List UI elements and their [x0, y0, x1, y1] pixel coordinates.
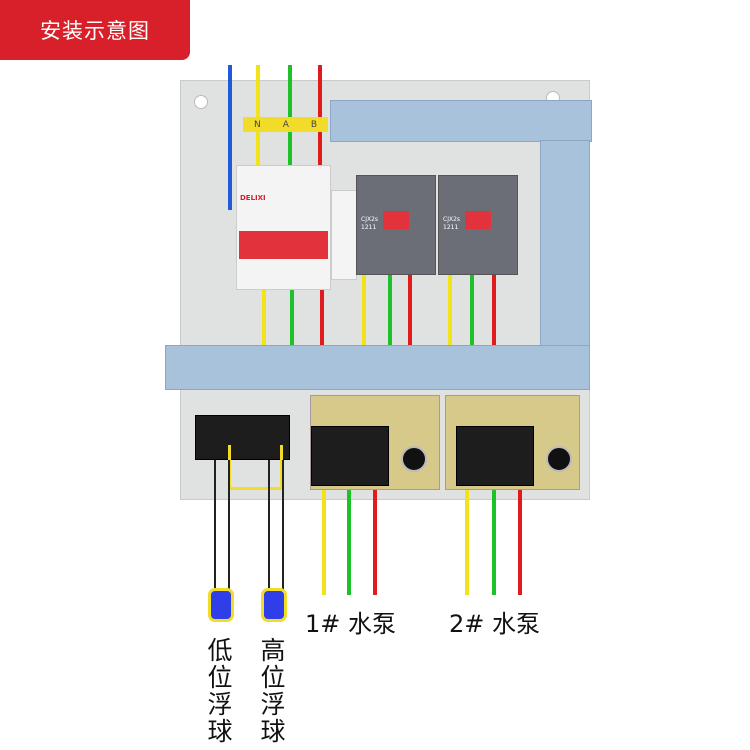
breaker-brand: DELIXI: [240, 194, 266, 202]
thermal-relay-1: [310, 395, 440, 490]
high-float-switch: [261, 588, 287, 622]
cable-channel-right: [540, 140, 590, 350]
pump2-wire-red: [518, 490, 522, 595]
terminal-block: [195, 415, 290, 460]
low-float-switch: [208, 588, 234, 622]
contactor-model: CJX2s: [443, 216, 461, 223]
phase-label: A: [282, 119, 289, 130]
cable-channel-top: [330, 100, 592, 142]
surge-protector: [331, 190, 357, 280]
pump2-wire-green: [492, 490, 496, 595]
phase-label: N: [253, 119, 261, 130]
float-wiring-bracket: [228, 445, 283, 490]
title-badge: 安装示意图: [0, 0, 190, 60]
wire-blue-n: [228, 65, 232, 210]
cable-channel-middle: [165, 345, 590, 390]
phase-label-strip: N A B: [243, 117, 328, 132]
pump1-label: 1# 水泵: [305, 610, 397, 638]
pump1-wire-yellow: [322, 490, 326, 595]
phase-label: B: [310, 119, 318, 130]
contactor-model: CJX2s: [361, 216, 379, 223]
contactor-1: CJX2s 1211: [356, 175, 436, 275]
pump1-wire-green: [347, 490, 351, 595]
contactor-2: CJX2s 1211: [438, 175, 518, 275]
high-float-label: 高位浮球: [257, 637, 286, 745]
thermal-relay-2: [445, 395, 580, 490]
circuit-breaker: DELIXI: [236, 165, 331, 290]
low-float-label: 低位浮球: [204, 637, 233, 745]
contactor-rating: 1211: [361, 224, 377, 231]
title-text: 安装示意图: [40, 19, 150, 43]
contactor-rating: 1211: [443, 224, 459, 231]
pump1-wire-red: [373, 490, 377, 595]
pump2-wire-yellow: [465, 490, 469, 595]
breaker-handle[interactable]: [239, 231, 328, 259]
mount-hole: [194, 95, 208, 109]
pump2-label: 2# 水泵: [449, 610, 541, 638]
